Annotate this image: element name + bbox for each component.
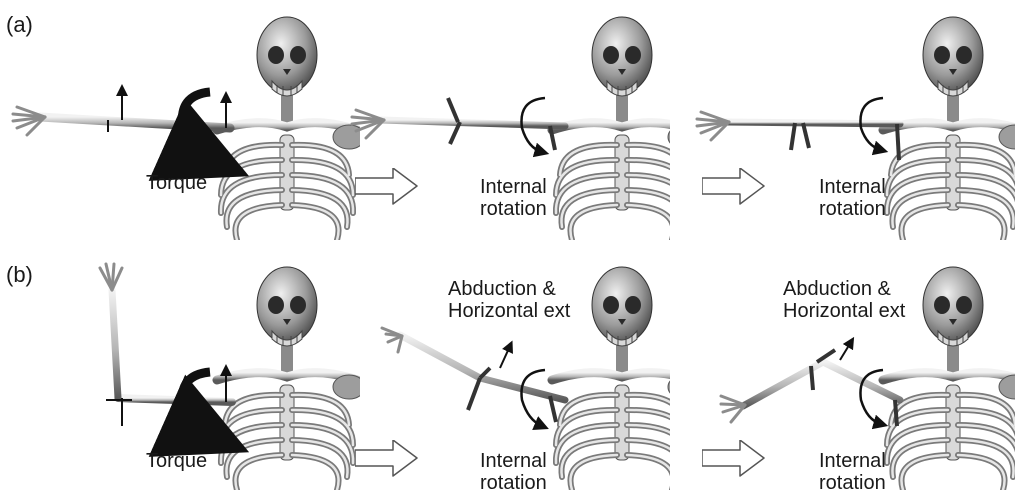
panel-b3: Abduction & Horizontal ext Internal rota… xyxy=(685,250,1015,490)
curved-rotation-arrow-icon xyxy=(521,370,545,426)
internal-rotation-label: Internal rotation xyxy=(819,450,886,494)
abduction-arrow-icon xyxy=(500,346,510,368)
panel-a2: Internal rotation xyxy=(340,0,670,240)
panel-a1: Torque xyxy=(0,0,360,240)
internal-rotation-label: Internal rotation xyxy=(480,450,547,494)
abduction-horizontal-ext-label: Abduction & Horizontal ext xyxy=(783,278,905,322)
internal-rotation-label: Internal rotation xyxy=(480,176,547,220)
torque-label: Torque xyxy=(146,172,207,194)
internal-rotation-label: Internal rotation xyxy=(819,176,886,220)
panel-b1: Torque xyxy=(0,250,360,490)
skeleton-torso-icon xyxy=(0,0,360,240)
torque-label: Torque xyxy=(146,450,207,472)
abduction-arrow-icon xyxy=(840,342,851,360)
panel-b2: Abduction & Horizontal ext Internal rota… xyxy=(340,250,670,490)
panel-a3: Internal rotation xyxy=(685,0,1015,240)
abduction-horizontal-ext-label: Abduction & Horizontal ext xyxy=(448,278,570,322)
